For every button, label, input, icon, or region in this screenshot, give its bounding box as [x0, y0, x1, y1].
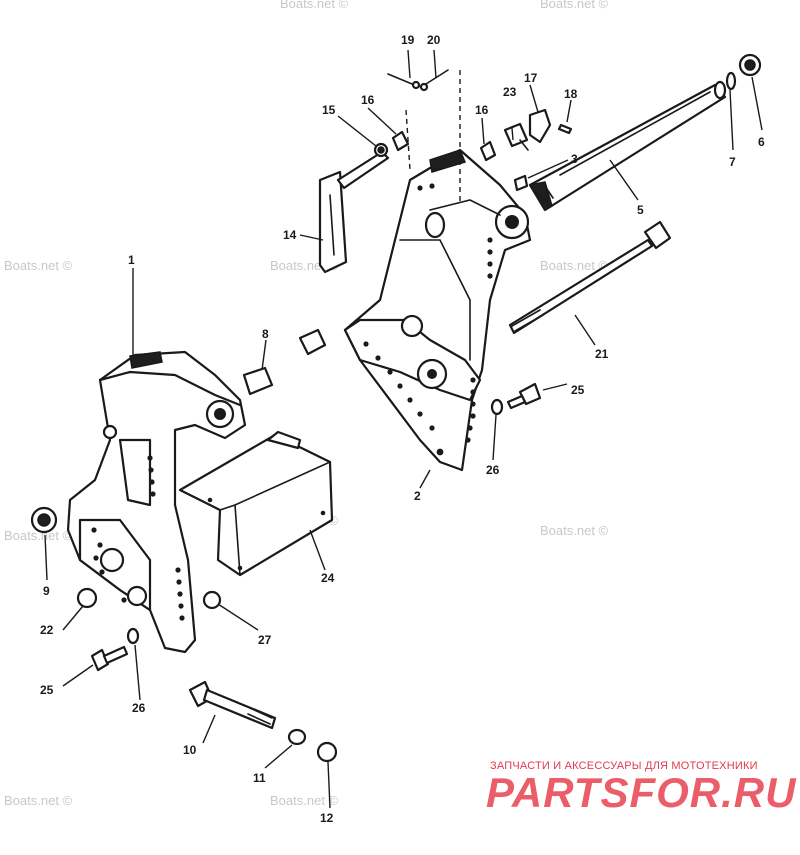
- part-5-tilt-tube: [528, 80, 727, 212]
- callout-8: 8: [262, 327, 269, 341]
- callout-17: 17: [524, 71, 538, 85]
- hardware: [30, 53, 762, 763]
- part-24-plate: [178, 430, 334, 577]
- callout-19: 19: [401, 33, 415, 47]
- callout-22: 22: [40, 623, 54, 637]
- callout-labels: 1 2 3 5 6 7 8 9 10 11 12 14 15 16 16 17 …: [40, 33, 765, 825]
- watermark: Boats.net ©: [270, 793, 339, 808]
- watermark: Boats.net ©: [540, 0, 609, 11]
- callout-18: 18: [564, 87, 578, 101]
- callout-12: 12: [320, 811, 334, 825]
- callout-11: 11: [253, 771, 266, 785]
- callout-2: 2: [414, 489, 421, 503]
- brand-tagline: ЗАПЧАСТИ И АКСЕССУАРЫ ДЛЯ МОТОТЕХНИКИ: [490, 760, 758, 772]
- callout-25b: 25: [571, 383, 585, 397]
- callout-25a: 25: [40, 683, 54, 697]
- callout-20: 20: [427, 33, 441, 47]
- watermark: Boats.net ©: [4, 258, 73, 273]
- brand-logo: PARTSFOR.RU: [486, 769, 797, 816]
- part-10-bolt: [188, 680, 277, 730]
- callout-9: 9: [43, 584, 50, 598]
- callout-26b: 26: [486, 463, 500, 477]
- callout-27: 27: [258, 633, 272, 647]
- watermarks: Boats.net © Boats.net © Boats.net © Boat…: [4, 0, 609, 808]
- callout-16a: 16: [361, 93, 375, 107]
- callout-24: 24: [321, 571, 335, 585]
- callout-15: 15: [322, 103, 336, 117]
- part-14-lever: [318, 150, 390, 274]
- callout-1: 1: [128, 253, 135, 267]
- part-1-transom-bracket: [66, 350, 247, 654]
- leader-lines: [44, 49, 763, 809]
- callout-16b: 16: [475, 103, 489, 117]
- callout-23: 23: [503, 85, 517, 99]
- callout-21: 21: [595, 347, 609, 361]
- callout-14: 14: [283, 228, 297, 242]
- watermark: Boats.net ©: [280, 0, 349, 11]
- watermark: Boats.net ©: [540, 258, 609, 273]
- watermark: Boats.net ©: [4, 793, 73, 808]
- watermark: Boats.net ©: [540, 523, 609, 538]
- part-2-swivel-bracket: [343, 148, 532, 472]
- callout-6: 6: [758, 135, 765, 149]
- callout-26a: 26: [132, 701, 146, 715]
- watermark: Boats.net ©: [4, 528, 73, 543]
- callout-7: 7: [729, 155, 736, 169]
- callout-3: 3: [571, 152, 578, 166]
- callout-10: 10: [183, 743, 197, 757]
- alignment-lines: [405, 70, 461, 205]
- callout-5: 5: [637, 203, 644, 217]
- part-21-long-bolt: [508, 220, 672, 335]
